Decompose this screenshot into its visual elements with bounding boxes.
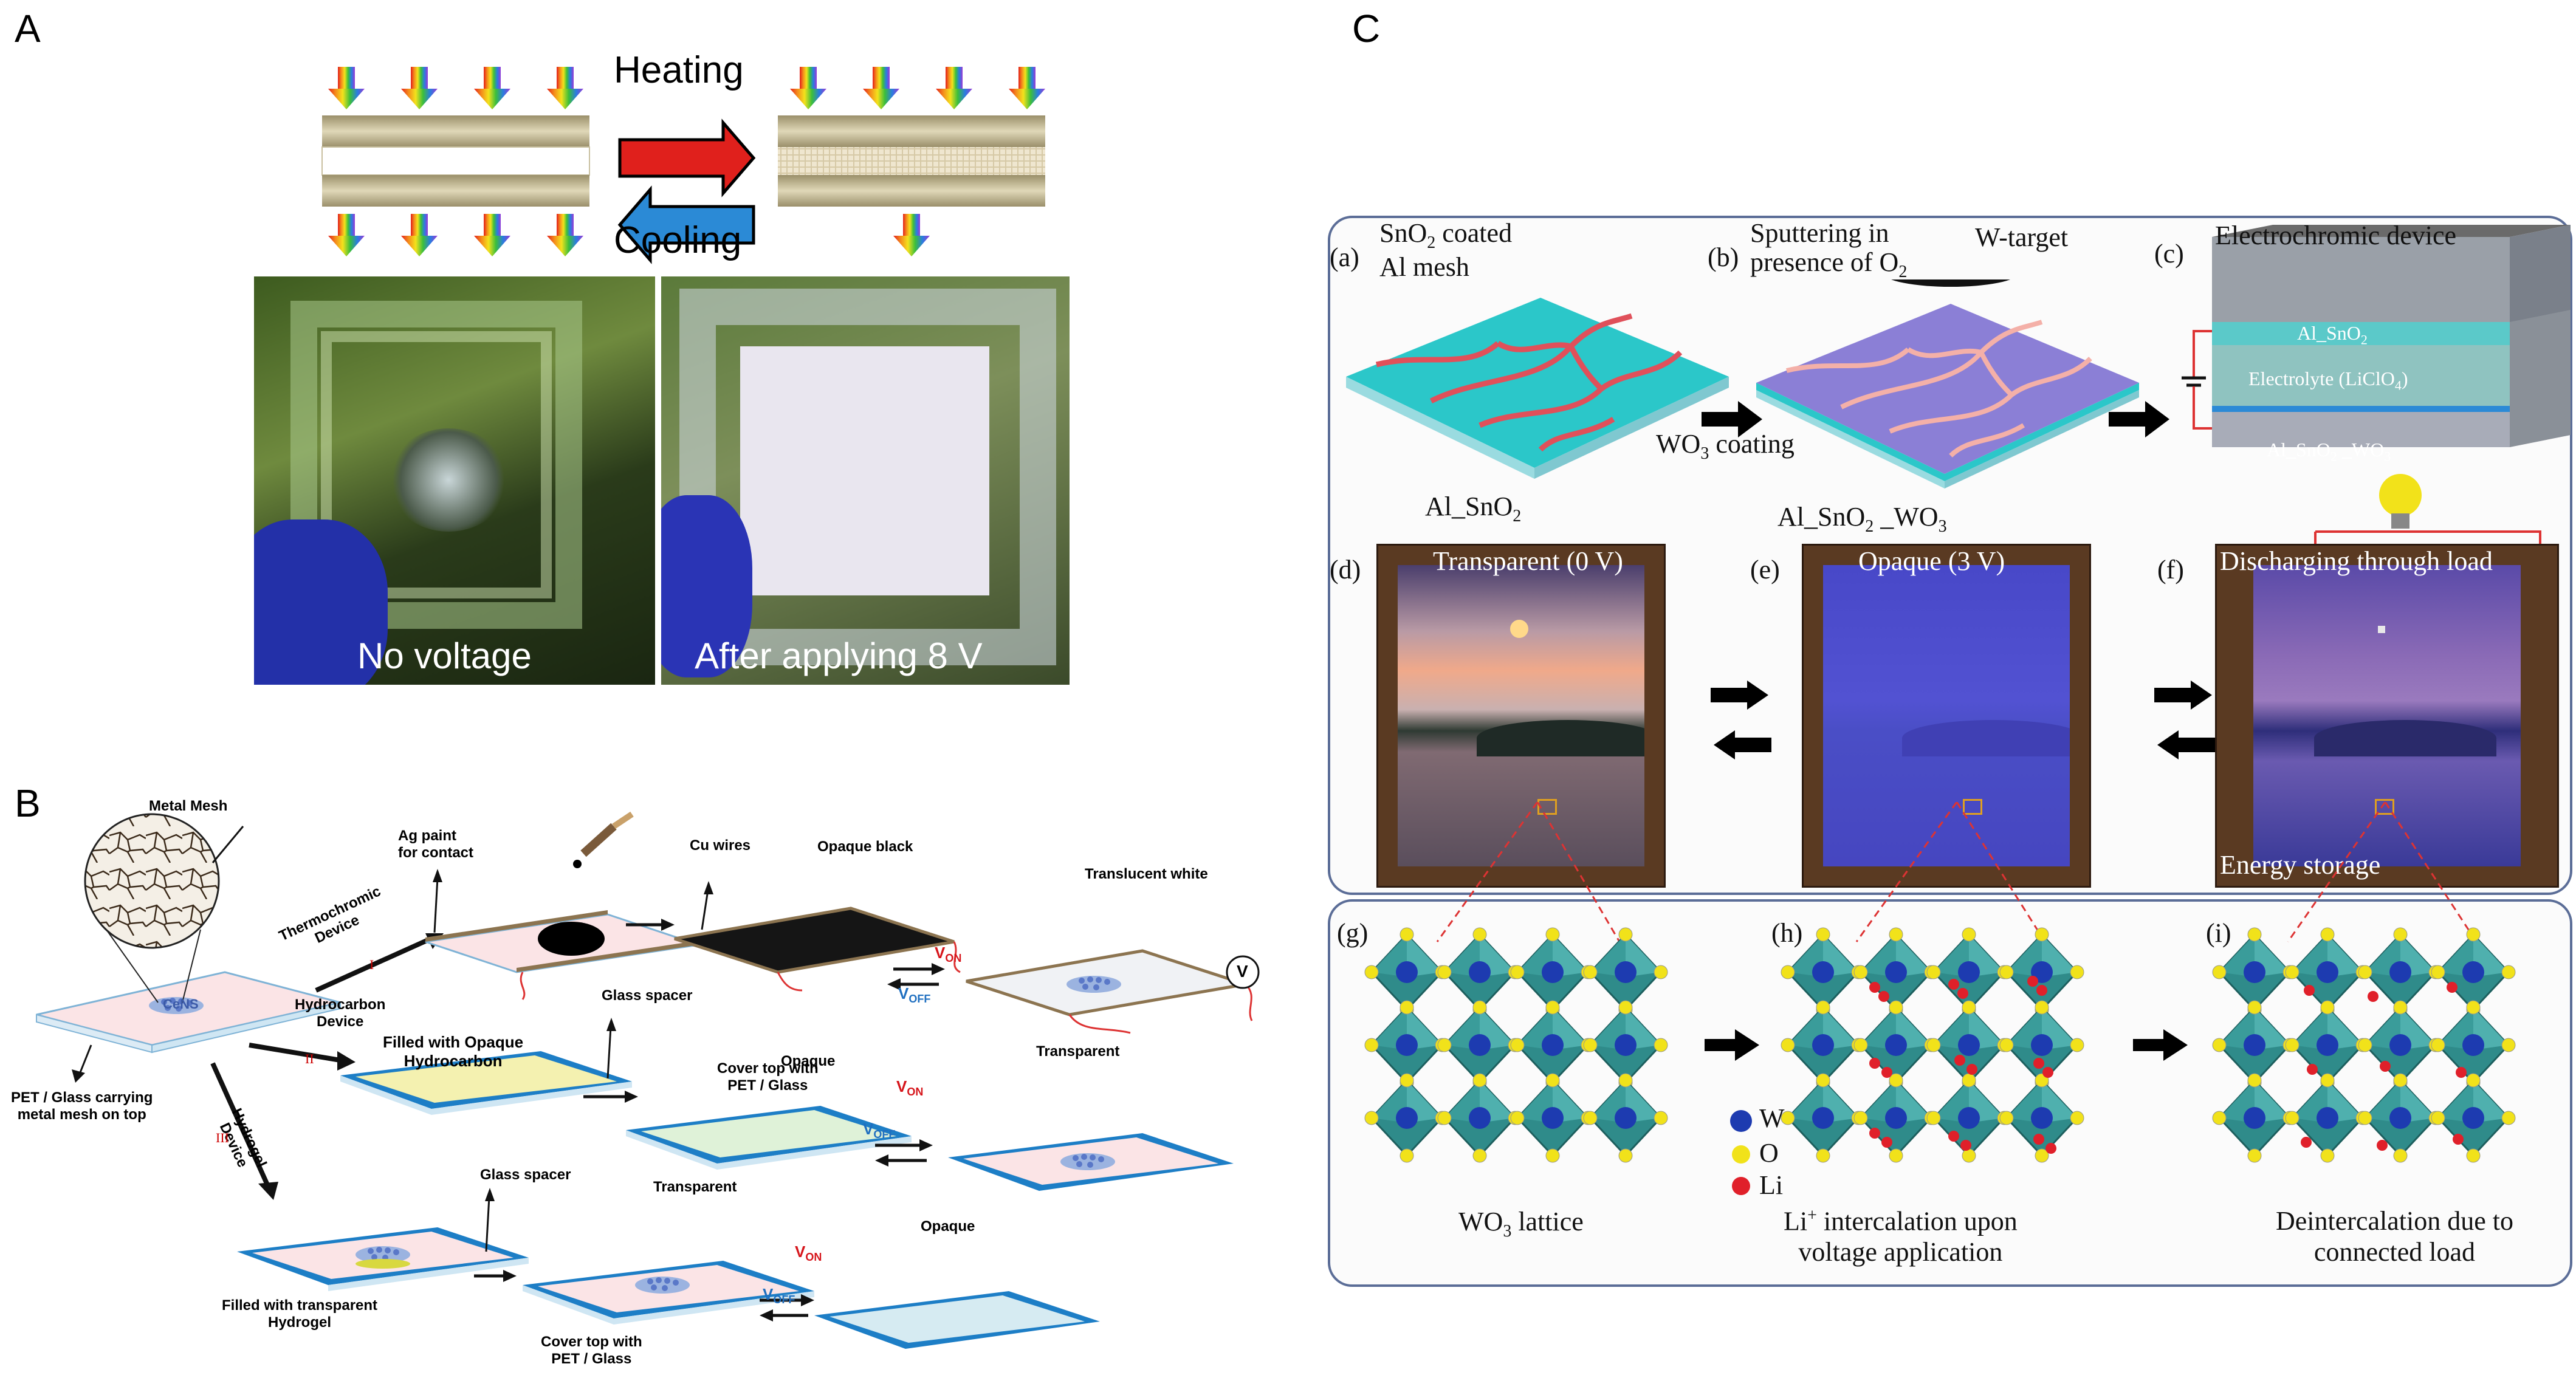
layer-mid-label: Electrolyte (LiClO4): [2248, 368, 2408, 393]
arrow-a-to-b: [1702, 401, 1762, 437]
d-title: Transparent (0 V): [1433, 546, 1623, 576]
photo-after-8v: After applying 8 V: [661, 276, 1070, 685]
panel-c-letter: C: [1352, 7, 1381, 50]
opaque-label-hydrogel: Opaque: [921, 1218, 975, 1235]
electrochromic-device-stack: [2182, 225, 2571, 583]
transparent-label-hydrocarbon: Transparent: [1036, 1043, 1120, 1060]
glass-spacer-label-2: Glass spacer: [480, 1167, 571, 1183]
v-off-label-1: VOFF: [898, 984, 931, 1006]
translucent-white-label: Translucent white: [1085, 866, 1208, 882]
label-e: (e): [1750, 555, 1780, 584]
roman-iii: III: [216, 1130, 229, 1145]
al-sno2-mesh: [1346, 298, 1729, 479]
v-on-label-1: VON: [935, 944, 962, 965]
cens-logo-base: CeNS: [163, 996, 199, 1012]
label-f: (f): [2157, 555, 2184, 584]
legend-li: Li: [1759, 1170, 1784, 1200]
transmitted-light-arrows-left: [328, 214, 583, 256]
legend-w: W: [1759, 1103, 1785, 1133]
switch-arrows-d-e: [1711, 680, 1771, 759]
wo3-lattices: [1340, 917, 2555, 1195]
photo-no-voltage: No voltage: [254, 276, 655, 685]
al-sno2-wo3-mesh: [1756, 279, 2139, 488]
w-target-label: W-target: [1975, 222, 2069, 252]
opaque-black-label: Opaque black: [817, 838, 913, 855]
device-fabrication-diagram: [36, 811, 1260, 1349]
zoom-guide-lines: [1436, 802, 2478, 942]
incoming-light-arrows-left: [328, 67, 583, 109]
label-g: (g): [1337, 918, 1369, 948]
after-8v-label: After applying 8 V: [695, 636, 983, 676]
voltmeter-symbol: V: [1237, 962, 1248, 981]
v-off-label-3: VOFF: [763, 1285, 795, 1306]
panel-a-letter: A: [15, 7, 41, 50]
wo3-coating-label: WO3 coating: [1656, 429, 1795, 463]
layer-top-label: Al_SnO2: [2297, 322, 2368, 348]
metal-mesh-label: Metal Mesh: [149, 798, 228, 814]
label-b: (b): [1708, 242, 1739, 272]
frame-transparent: Transparent (0 V): [1376, 544, 1666, 888]
a-subtitle: Al_SnO2: [1425, 492, 1522, 526]
cooling-label: Cooling: [614, 219, 742, 261]
label-i: (i): [2206, 918, 2231, 948]
heating-arrow: [618, 118, 756, 197]
cooling-arrow: [617, 185, 755, 264]
glass-spacer-label-1: Glass spacer: [602, 987, 693, 1004]
c-title: Electrochromic device: [2215, 221, 2457, 250]
layer-bot-label: Al_SnO2 _WO3: [2267, 439, 2391, 464]
switch-arrows-e-f: [2154, 680, 2215, 759]
label-h: (h): [1771, 918, 1803, 948]
frame-discharging: Discharging through load Energy storage: [2215, 544, 2559, 888]
panel-b-letter: B: [15, 781, 41, 825]
thermo-switch-schematic: [321, 67, 1045, 264]
label-d: (d): [1330, 555, 1361, 584]
f-title: Discharging through load: [2220, 546, 2493, 576]
no-voltage-label: No voltage: [357, 636, 532, 676]
v-on-label-2: VON: [896, 1077, 924, 1099]
v-on-label-3: VON: [795, 1243, 822, 1264]
transparent-label-hydrogel: Transparent: [653, 1179, 737, 1195]
label-a: (a): [1330, 242, 1359, 272]
opaque-label-hydrocarbon: Opaque: [781, 1053, 836, 1069]
legend-o: O: [1759, 1138, 1779, 1168]
e-title: Opaque (3 V): [1858, 546, 2005, 576]
cu-wires-label: Cu wires: [690, 837, 751, 854]
energy-storage-label: Energy storage: [2220, 850, 2381, 880]
label-c: (c): [2154, 239, 2184, 269]
heating-label: Heating: [614, 49, 744, 91]
b-subtitle: Al_SnO2 _WO3: [1777, 502, 1947, 536]
arrow-b-to-c: [2109, 401, 2169, 437]
v-off-label-2: VOFF: [863, 1120, 896, 1141]
roman-i: I: [369, 957, 374, 972]
g-caption: WO3 lattice: [1458, 1207, 1584, 1241]
roman-ii: II: [305, 1051, 314, 1066]
